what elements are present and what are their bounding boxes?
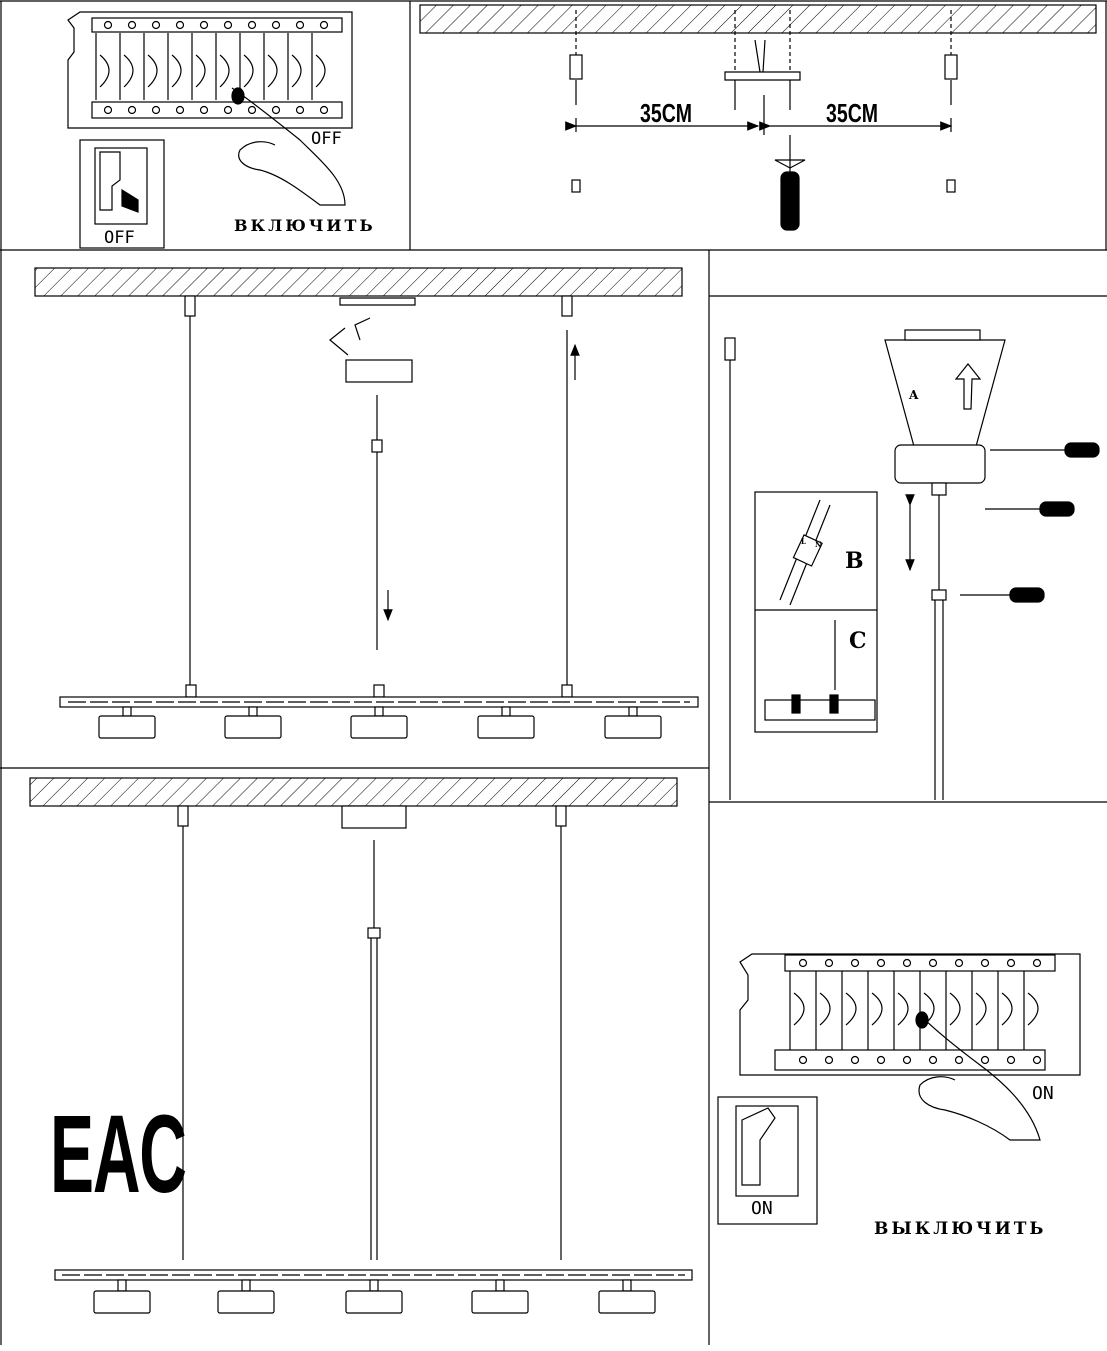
breaker-row bbox=[95, 20, 329, 115]
assembled-panel bbox=[29, 777, 693, 1314]
label-n: N bbox=[815, 540, 822, 549]
off-label: OFF bbox=[311, 129, 342, 149]
switch-on-label: ON bbox=[751, 1198, 773, 1219]
label-l: L bbox=[801, 537, 806, 546]
eac-mark: EAC bbox=[50, 1093, 187, 1216]
switch-off-icon bbox=[79, 139, 165, 249]
breaker-panel-on bbox=[739, 953, 1081, 1076]
hanging-install-panel bbox=[34, 267, 699, 739]
switch-on-icon bbox=[717, 1096, 818, 1225]
label-a: A bbox=[909, 388, 919, 402]
switch-off-label: OFF bbox=[104, 228, 135, 248]
distance-left-label: 35CM bbox=[640, 98, 693, 128]
breaker-panel-off bbox=[67, 11, 353, 129]
caption-turn-on: ВКЛЮЧИТЬ bbox=[234, 216, 376, 235]
hand-on-icon bbox=[915, 1011, 1041, 1141]
distance-right-label: 35CM bbox=[826, 98, 879, 128]
label-b: B bbox=[845, 548, 864, 574]
detail-panel bbox=[709, 295, 1107, 800]
label-c: C bbox=[849, 628, 867, 654]
caption-turn-off: ВЫКЛЮЧИТЬ bbox=[874, 1219, 1047, 1239]
ceiling-fixing-panel bbox=[419, 4, 1097, 231]
on-label: ON bbox=[1032, 1083, 1054, 1104]
hand-icon bbox=[231, 87, 346, 206]
